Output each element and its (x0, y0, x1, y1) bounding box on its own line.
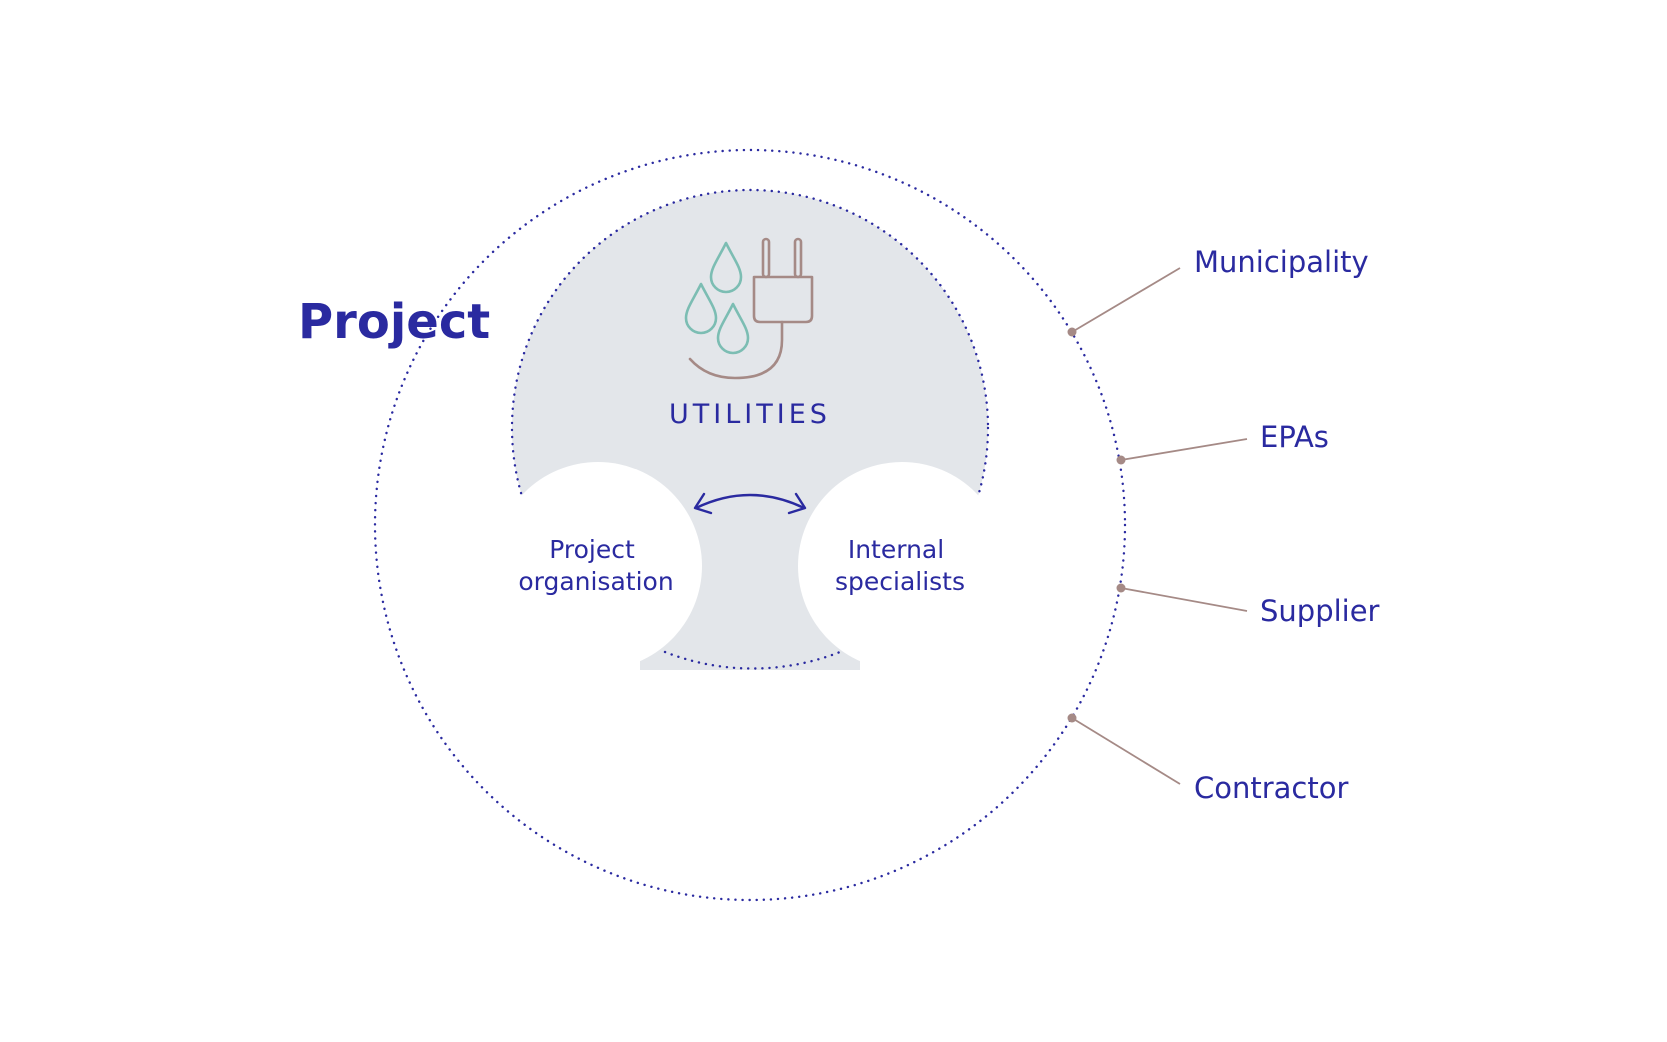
connector-supplier (1120, 587, 1248, 612)
water-drop-icon (684, 282, 718, 335)
node-project-organisation: Project organisation (518, 535, 673, 596)
connector-dot-contractor (1067, 713, 1077, 723)
water-drops-and-plug-icon (684, 237, 814, 380)
stakeholder-contractor: Contractor (1194, 771, 1348, 805)
connector-dot-municipality (1067, 327, 1077, 337)
connector-dot-epas (1116, 455, 1126, 465)
connector-dot-supplier (1116, 583, 1126, 593)
stakeholder-supplier: Supplier (1260, 594, 1380, 628)
utilities-core-stem (640, 500, 860, 670)
water-drop-icon (709, 241, 743, 294)
utilities-label: UTILITIES (669, 399, 831, 430)
utilities-core-fill (510, 188, 990, 668)
stakeholder-connectors (1067, 267, 1248, 785)
project-boundary (373, 148, 1127, 902)
water-drop-icon (716, 302, 750, 355)
stakeholder-municipality: Municipality (1194, 245, 1369, 279)
connector-municipality (1071, 267, 1181, 333)
node-internal-specialists-line-1: Internal (848, 535, 944, 564)
node-internal-specialists-line-2: specialists (835, 567, 965, 596)
connector-contractor (1071, 717, 1181, 785)
utilities-core (510, 188, 990, 670)
plug-icon (688, 237, 814, 380)
stakeholder-epas: EPAs (1260, 420, 1329, 454)
node-project-organisation-line-1: Project (549, 535, 635, 564)
double-arrow-icon (693, 492, 807, 515)
connector-epas (1120, 438, 1248, 461)
node-project-organisation-line-2: organisation (518, 567, 673, 596)
node-internal-specialists: Internal specialists (835, 535, 965, 596)
utilities-core-bottom-edge (663, 650, 842, 670)
diagram-title: Project (298, 294, 490, 350)
